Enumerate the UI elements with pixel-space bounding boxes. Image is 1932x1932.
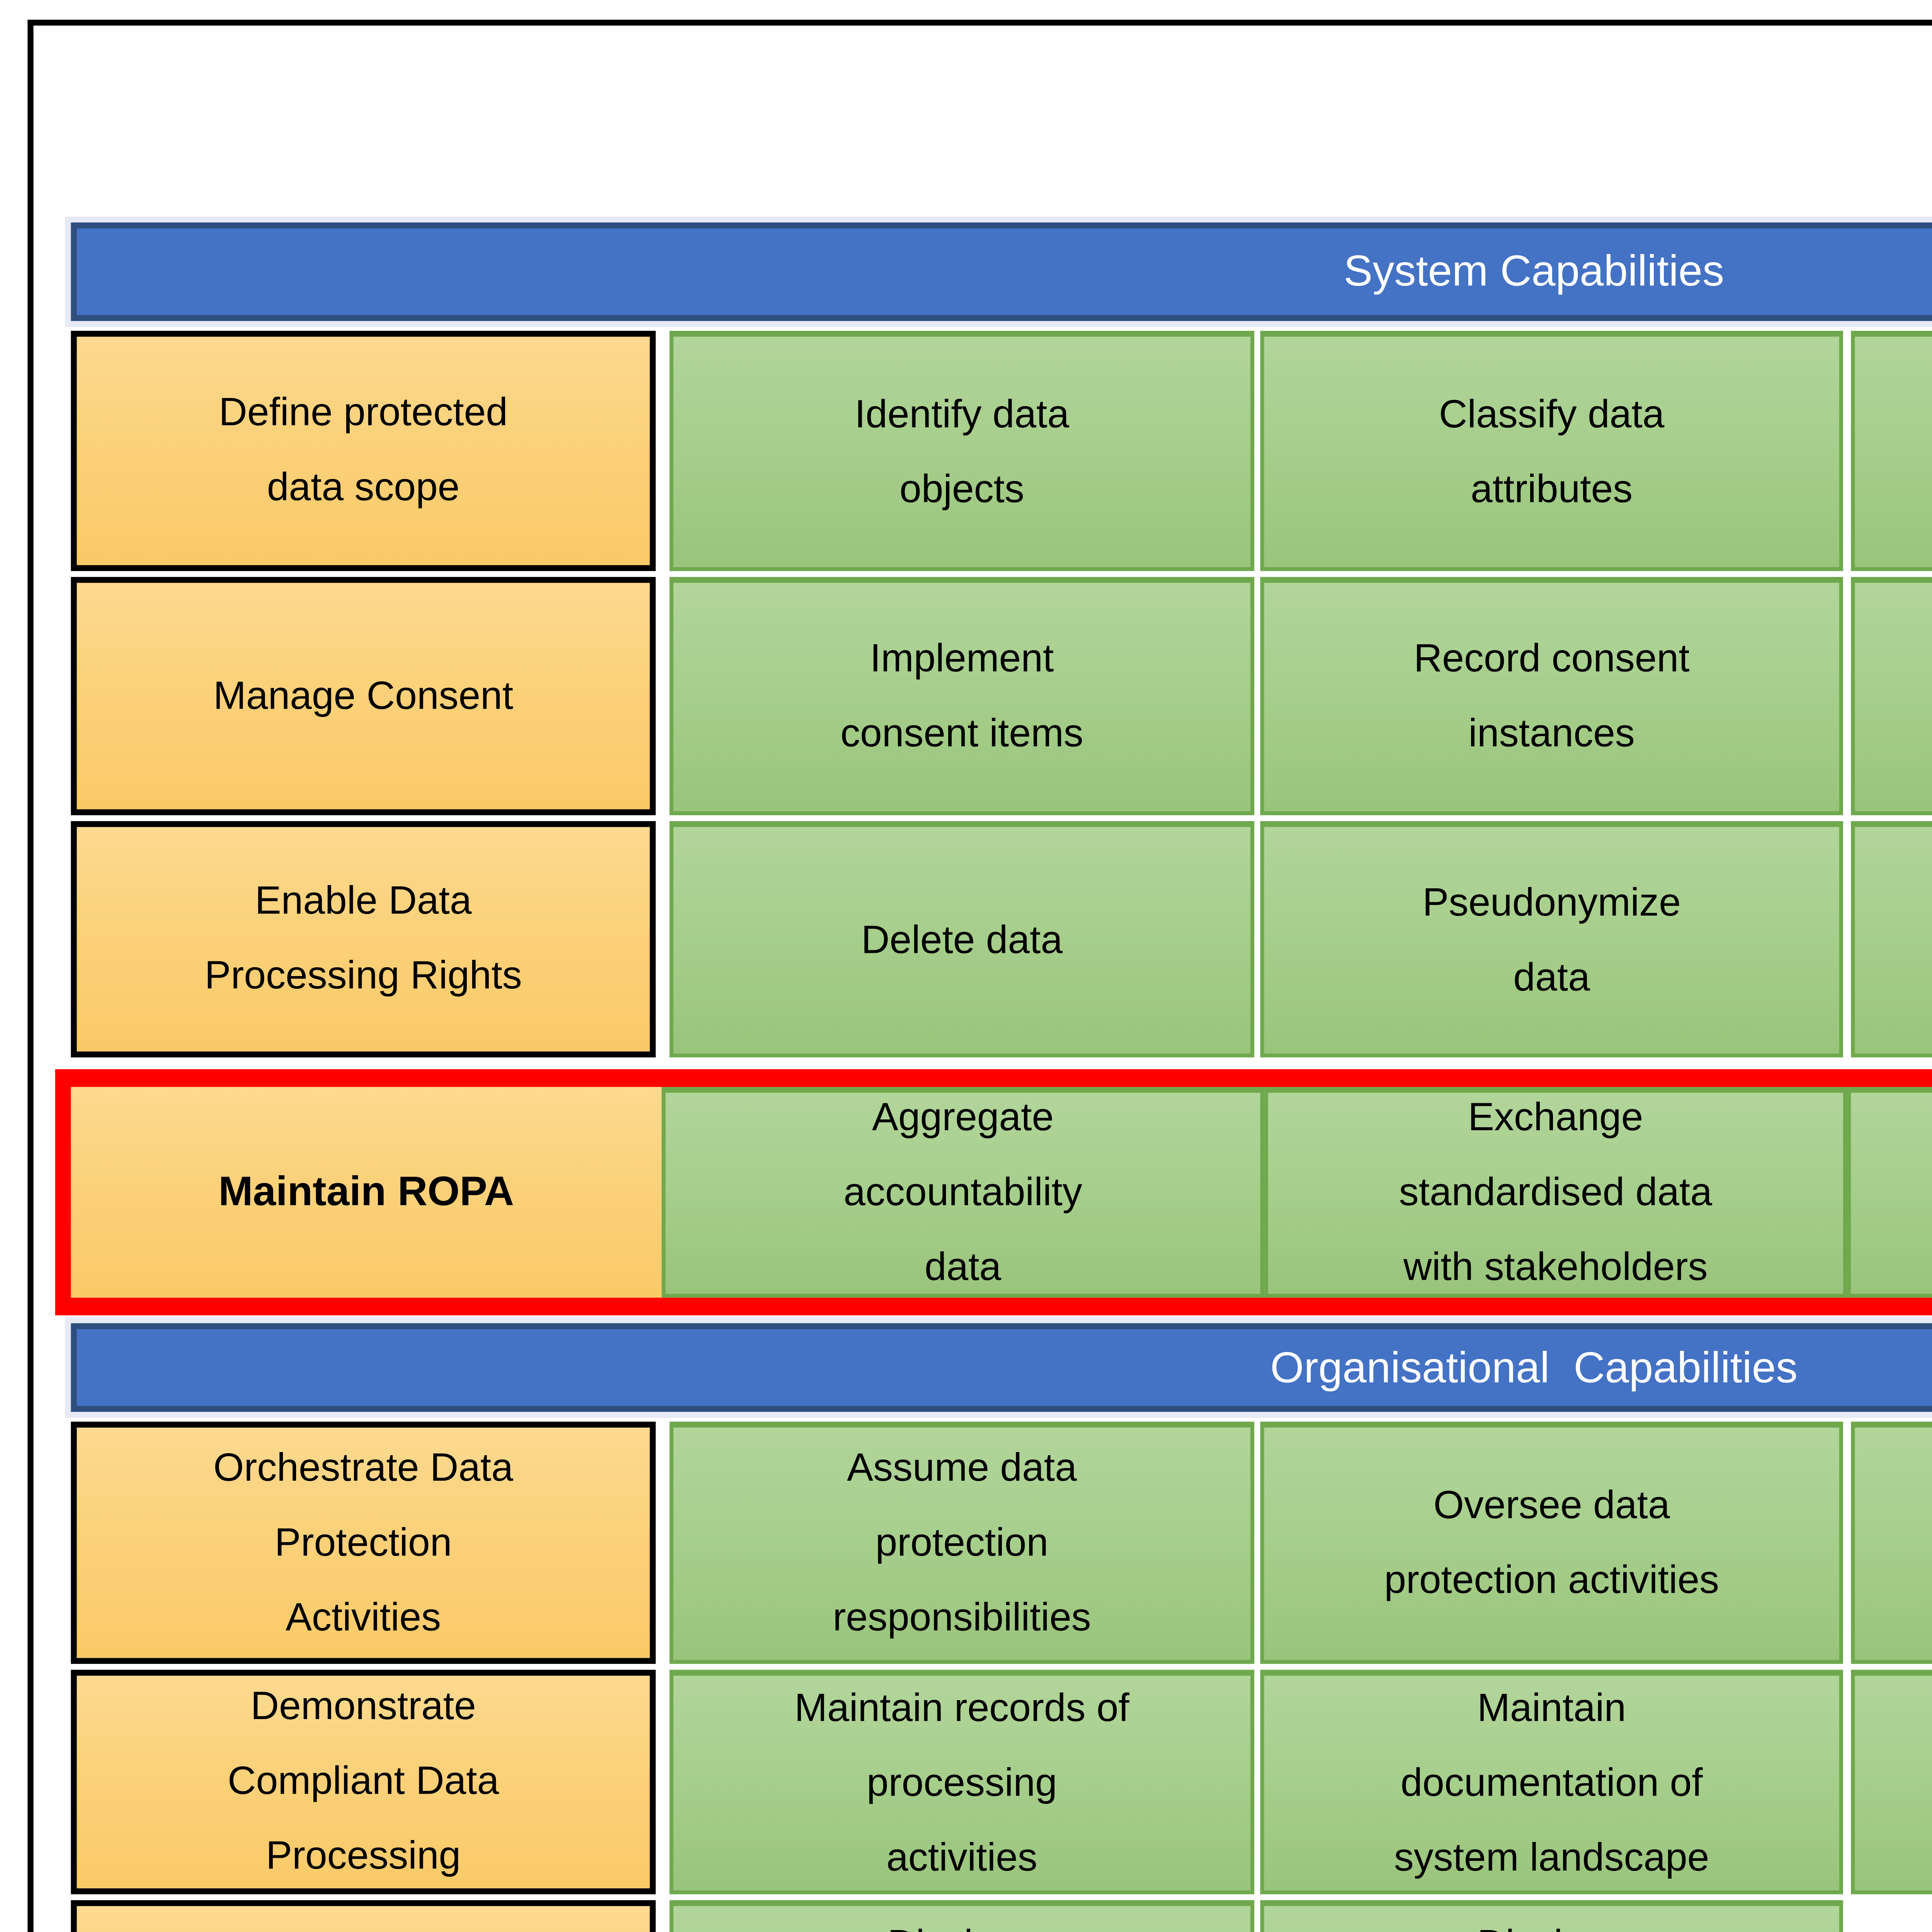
capability-cell-disclose-information-authorities: Disclose information to authorities [1260, 1900, 1843, 1932]
lead-cell-manage-consent: Manage Consent [71, 577, 656, 815]
capability-cell-assume-data-protection-responsibilities: Assume data protection responsibilities [669, 1422, 1255, 1664]
header-system-capabilities-label: System Capabilities [1344, 246, 1725, 296]
capability-cell-oversee-data-protection-activities: Oversee data protection activities [1260, 1422, 1843, 1664]
lead-cell-maintain-ropa: Maintain ROPA [71, 1087, 662, 1298]
header-organisational-capabilities-label: Organisational Capabilities [1270, 1342, 1798, 1391]
lead-cell-disclose-information: Disclose Information [71, 1900, 656, 1932]
capability-cell-implement-consent-items: Implement consent items [669, 577, 1255, 815]
lead-cell-enable-data-processing-rights: Enable Data Processing Rights [71, 821, 656, 1058]
lead-cell-orchestrate-data-protection-activities: Orchestrate Data Protection Activities [71, 1422, 656, 1664]
lead-cell-demonstrate-compliant-data-processing: Demonstrate Compliant Data Processing [71, 1670, 656, 1895]
capability-cell-delete-data: Delete data [669, 821, 1255, 1058]
capability-cell-distribute-consent: Distribute consent [1851, 577, 1932, 815]
capability-cell-locate-data-records: Locate data records [1851, 331, 1932, 571]
capability-cell-transmit-data-standardized-form: Transmit data in standardized form [1851, 821, 1932, 1058]
capability-cell-classify-data-attributes: Classify data attributes [1260, 331, 1843, 571]
capability-cell-record-consent-instances: Record consent instances [1260, 577, 1843, 815]
capability-cell-pseudonymize-data: Pseudonymize data [1260, 821, 1843, 1058]
capability-cell-exchange-standardised-data: Exchange standardised data with stakehol… [1264, 1087, 1847, 1298]
capability-cell-control-compliance-external-processors: Control compliance of external processor… [1851, 1422, 1932, 1664]
capability-cell-supervise-sensitive-processing-activities: Supervise sensitive processing activitie… [1851, 1670, 1932, 1895]
lead-cell-define-protected-data-scope: Define protected data scope [71, 331, 656, 571]
capability-cell-maintain-documentation-system-landscape: Maintain documentation of system landsca… [1260, 1670, 1843, 1895]
header-organisational-capabilities: Organisational Capabilities [71, 1323, 1932, 1412]
header-system-capabilities: System Capabilities [71, 222, 1932, 321]
capability-cell-generate-dpa-specific-records: Generate DPA-specific records [1847, 1087, 1932, 1298]
capability-cell-maintain-records-processing-activities: Maintain records of processing activitie… [669, 1670, 1255, 1895]
capability-cell-aggregate-accountability-data: Aggregate accountability data [662, 1087, 1264, 1298]
capability-cell-identify-data-objects: Identify data objects [669, 331, 1255, 571]
capability-cell-disclose-information-individuals: Disclose information to individuals [669, 1900, 1255, 1932]
highlight-box-maintain-ropa-row [55, 1069, 1932, 1316]
